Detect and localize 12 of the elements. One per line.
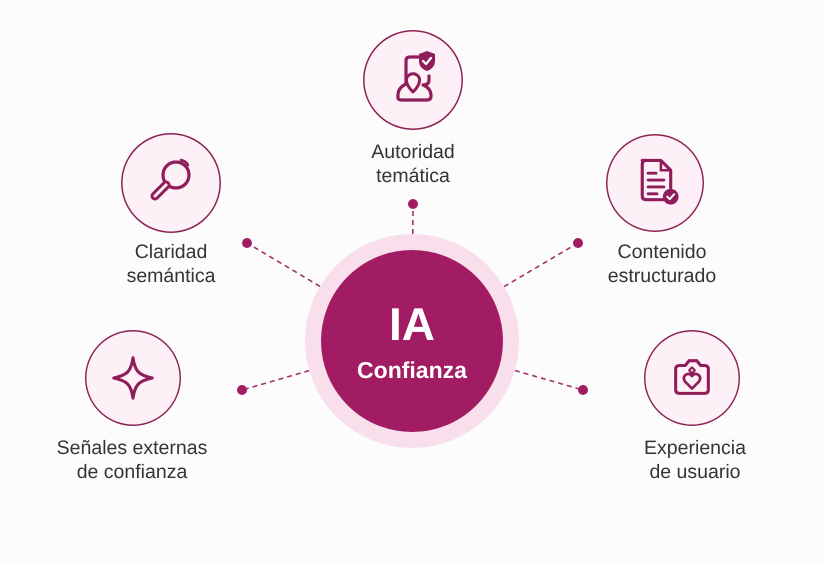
topic-label: Autoridad temática — [370, 140, 456, 188]
topic-label: Contenido estructurado — [606, 240, 718, 288]
connector-line — [504, 238, 583, 288]
hub-title: IA — [389, 298, 435, 348]
connector-line — [242, 238, 320, 288]
connector-line — [408, 199, 418, 234]
topic-label: Experiencia de usuario — [643, 436, 747, 484]
topic-label: Señales externas de confianza — [56, 436, 208, 484]
connector-line — [237, 370, 310, 395]
connector-line — [514, 370, 588, 395]
topic-label: Claridad semántica — [126, 240, 216, 288]
hub-subtitle: Confianza — [357, 356, 467, 384]
